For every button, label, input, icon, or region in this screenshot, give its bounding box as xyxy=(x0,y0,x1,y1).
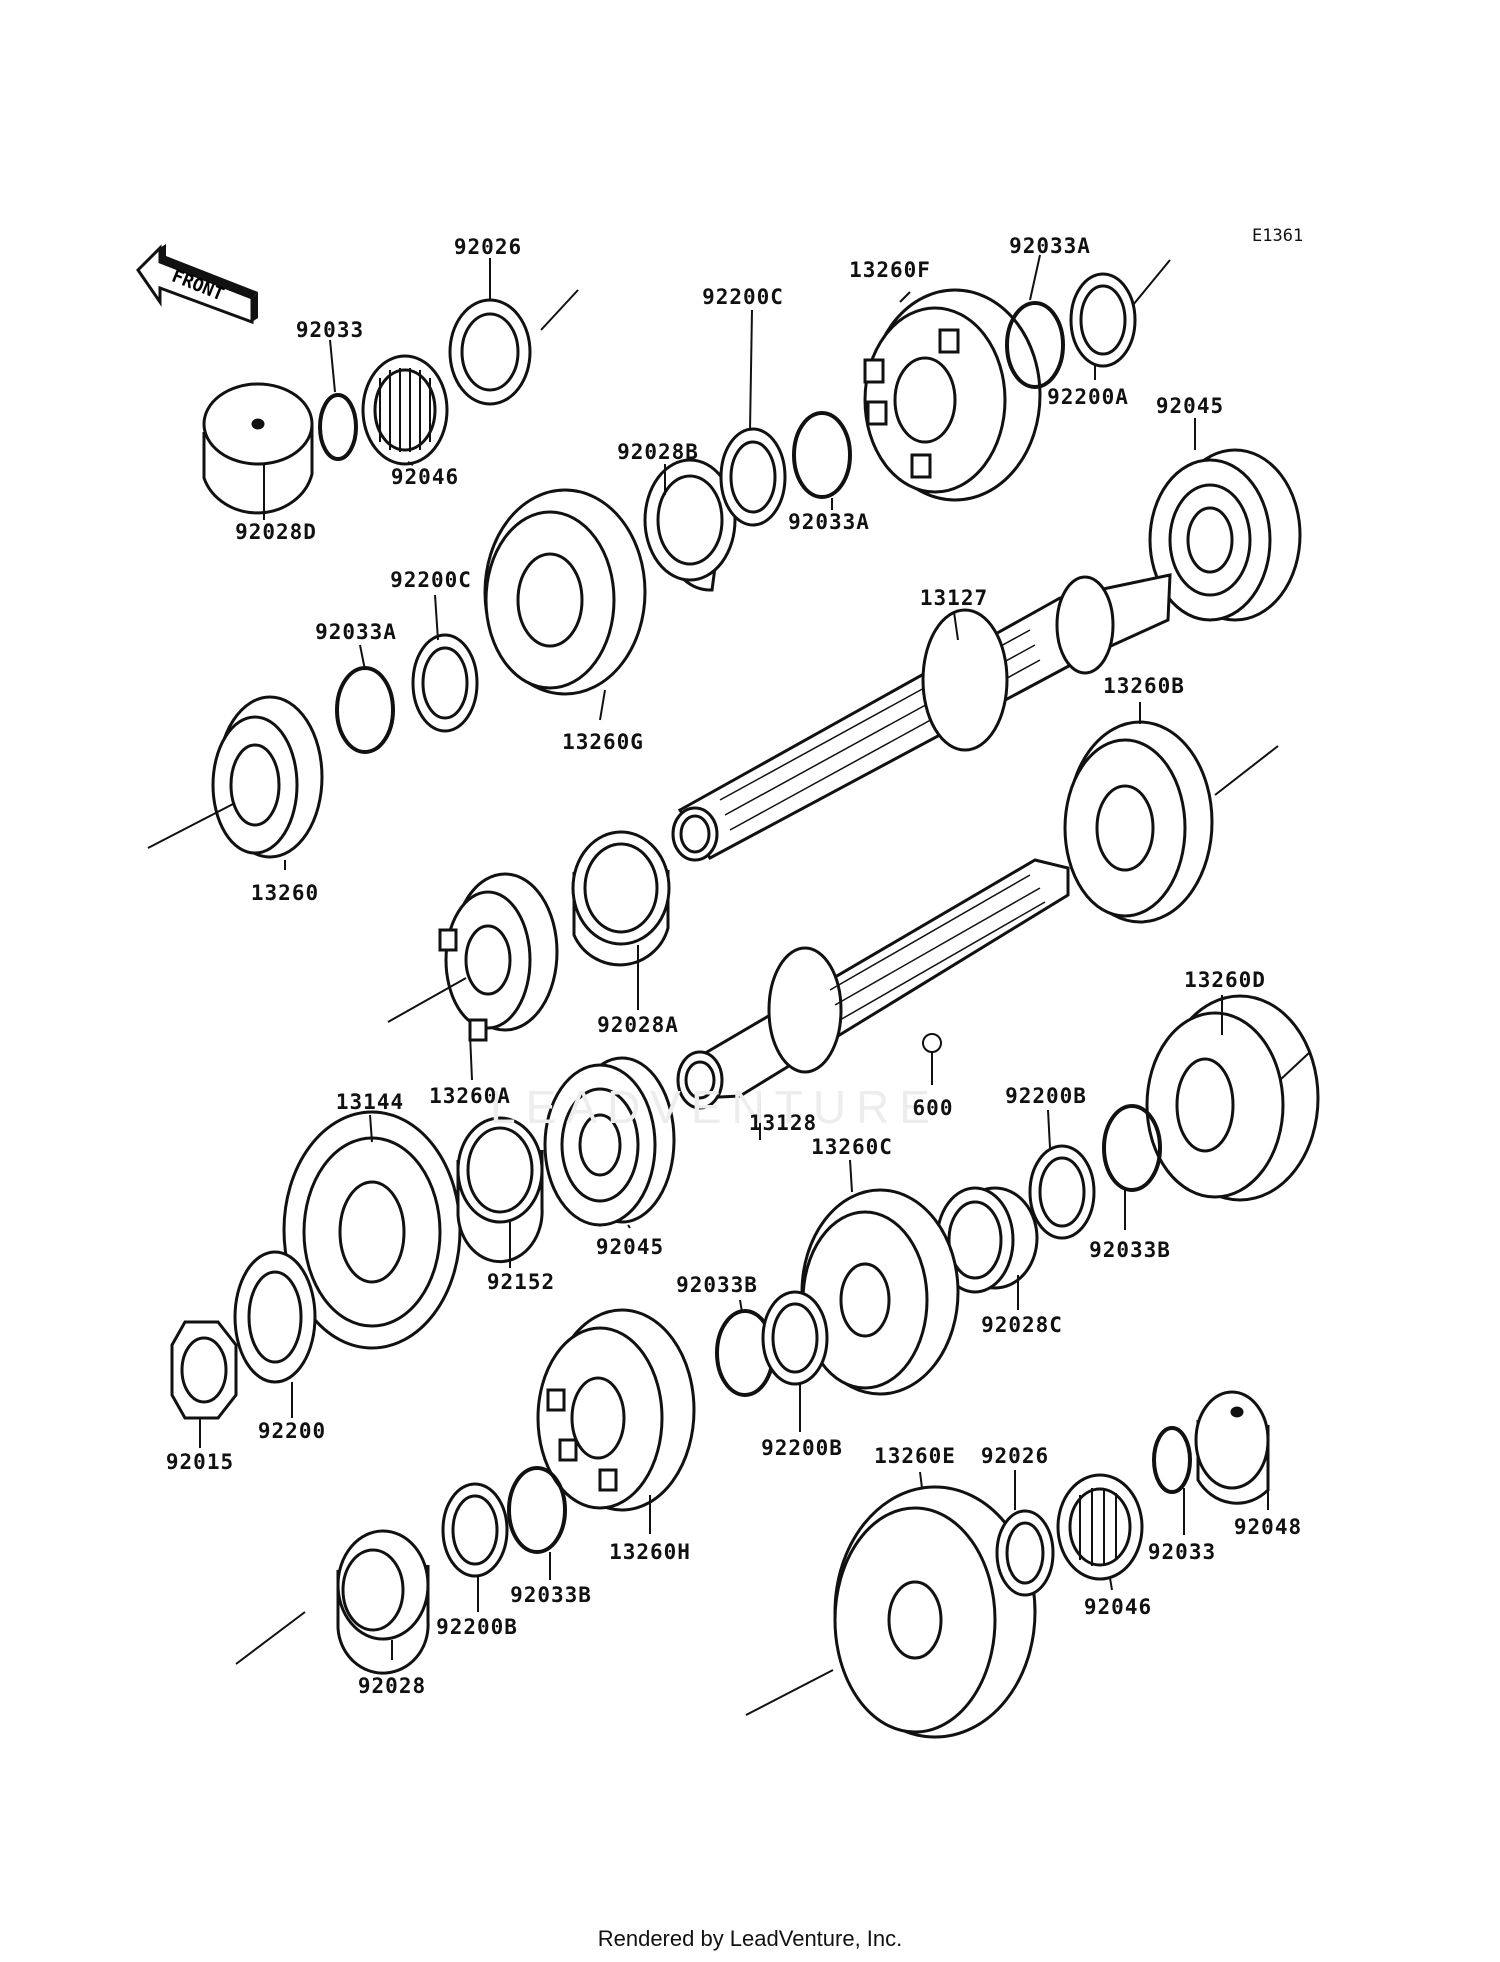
part-92033a-circlip-left xyxy=(335,666,395,754)
part-label[interactable]: 13260C xyxy=(811,1135,893,1159)
footer-credit: Rendered by LeadVenture, Inc. xyxy=(597,1926,903,1951)
part-label[interactable]: 92200B xyxy=(436,1615,518,1639)
part-13260d-gear xyxy=(1145,994,1320,1202)
part-92026-washer xyxy=(448,298,532,406)
part-label[interactable]: 13260A xyxy=(429,1084,511,1108)
part-92045-ball-bearing-lower xyxy=(543,1056,676,1227)
part-label[interactable]: 92028D xyxy=(235,520,317,544)
part-92048-collar xyxy=(1194,1390,1270,1505)
part-92033b-circlip-low xyxy=(507,1466,567,1554)
part-92028-bushing xyxy=(336,1529,430,1675)
part-label[interactable]: 92048 xyxy=(1233,1515,1303,1539)
part-13260c-gear xyxy=(800,1188,960,1396)
part-13260e-gear xyxy=(833,1485,1037,1739)
part-label[interactable]: 600 xyxy=(912,1096,954,1120)
part-92028a-bushing xyxy=(571,830,671,967)
part-92028d-bushing xyxy=(202,382,314,515)
part-label[interactable]: 92028C xyxy=(981,1313,1063,1337)
part-92045-ball-bearing-upper xyxy=(1148,448,1302,622)
part-13144-sprocket xyxy=(282,1110,462,1350)
part-92033a-circlip-mid xyxy=(792,411,852,499)
part-label[interactable]: 92033B xyxy=(510,1583,592,1607)
part-92200b-washer-low xyxy=(441,1482,509,1578)
part-label[interactable]: 92045 xyxy=(595,1235,665,1259)
part-label[interactable]: 92200C xyxy=(390,568,472,592)
part-label[interactable]: 92026 xyxy=(453,235,523,259)
part-13127-main-shaft xyxy=(671,573,1172,862)
part-13260g-gear xyxy=(483,488,647,696)
part-92200b-washer-mid xyxy=(761,1290,829,1386)
part-label[interactable]: 92028 xyxy=(357,1674,427,1698)
front-arrow-icon: FRONT xyxy=(136,244,258,325)
part-label[interactable]: 92045 xyxy=(1155,394,1225,418)
diagram-code: E1361 xyxy=(1252,226,1304,246)
part-13260a-gear xyxy=(438,872,559,1042)
part-92033a-circlip-top xyxy=(1005,301,1065,389)
part-label[interactable]: 92200A xyxy=(1047,385,1129,409)
part-label[interactable]: 92026 xyxy=(980,1444,1050,1468)
part-92200c-washer-lower xyxy=(411,633,479,733)
part-92046-needle-bearing xyxy=(361,354,449,466)
part-label[interactable]: 92033 xyxy=(295,318,365,342)
part-92200b-washer-right xyxy=(1028,1144,1096,1240)
part-label[interactable]: 92033B xyxy=(676,1273,758,1297)
part-label[interactable]: 92033A xyxy=(315,620,397,644)
part-label[interactable]: 13144 xyxy=(335,1090,405,1114)
part-92028b-needle-bearing xyxy=(643,458,737,592)
part-label[interactable]: 92033 xyxy=(1147,1540,1217,1564)
part-label[interactable]: 92200C xyxy=(702,285,784,309)
part-92046-needle-bearing-low xyxy=(1056,1473,1144,1581)
part-label[interactable]: 13260F xyxy=(849,258,931,282)
part-label[interactable]: 13128 xyxy=(748,1111,818,1135)
part-label[interactable]: 92200B xyxy=(761,1436,843,1460)
watermark: LEADVENTURE xyxy=(490,1081,940,1133)
part-13260b-gear xyxy=(1063,720,1214,924)
part-92026-washer-low xyxy=(995,1509,1055,1597)
part-92033-circlip xyxy=(318,393,358,461)
part-label[interactable]: 13127 xyxy=(919,586,989,610)
part-92033b-circlip-right xyxy=(1102,1104,1162,1192)
part-label[interactable]: 13260H xyxy=(609,1540,691,1564)
part-label[interactable]: 92015 xyxy=(165,1450,235,1474)
part-92033-circlip-low xyxy=(1152,1426,1192,1494)
part-label[interactable]: 92152 xyxy=(486,1270,556,1294)
part-92200a-washer xyxy=(1069,272,1137,368)
part-label[interactable]: 92200B xyxy=(1005,1084,1087,1108)
part-label[interactable]: 13260G xyxy=(562,730,644,754)
leader-lines xyxy=(199,254,1269,1660)
part-92152-collar xyxy=(456,1116,544,1264)
part-label[interactable]: 92033A xyxy=(1009,234,1091,258)
part-label[interactable]: 13260 xyxy=(250,881,320,905)
part-92200c-washer-upper xyxy=(719,427,787,527)
part-92015-nut xyxy=(170,1320,238,1420)
part-label[interactable]: 13260B xyxy=(1103,674,1185,698)
part-13260h-gear xyxy=(536,1308,696,1512)
part-13128-drive-shaft xyxy=(676,858,1070,1110)
part-label[interactable]: 92028A xyxy=(597,1013,679,1037)
part-label[interactable]: 92033A xyxy=(788,510,870,534)
part-label[interactable]: 92046 xyxy=(1083,1595,1153,1619)
part-label[interactable]: 92200 xyxy=(257,1419,327,1443)
part-label[interactable]: 92033B xyxy=(1089,1238,1171,1262)
part-label[interactable]: 92028B xyxy=(617,440,699,464)
part-label[interactable]: 13260D xyxy=(1184,968,1266,992)
part-600-ball xyxy=(922,1033,942,1053)
part-92200-washer xyxy=(233,1250,317,1384)
part-13260-gear xyxy=(211,695,324,859)
part-label[interactable]: 13260E xyxy=(874,1444,956,1468)
part-13260f-gear xyxy=(863,288,1042,502)
part-label[interactable]: 92046 xyxy=(390,465,460,489)
